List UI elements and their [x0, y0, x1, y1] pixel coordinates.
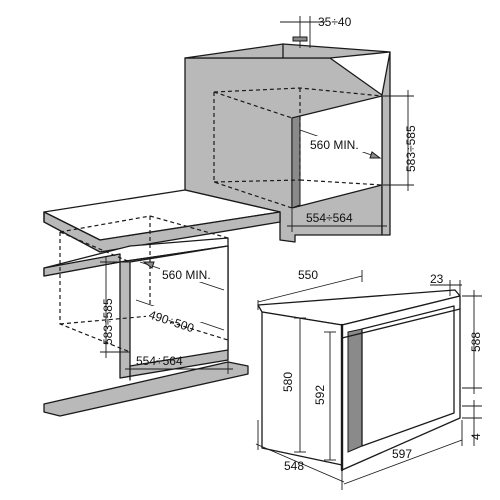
dimension-upper-depth: 35÷40: [280, 15, 352, 48]
label-oven-top-depth: 550: [298, 268, 318, 282]
dimension-oven-body-depth: 548: [255, 420, 345, 490]
dimension-lower-niche-depth: 560 MIN.: [139, 261, 225, 291]
label-upper-depth-range: 35÷40: [318, 15, 352, 29]
label-upper-niche-depth-min: 560 MIN.: [310, 138, 359, 152]
dimension-oven-body-height: 580: [281, 317, 306, 453]
label-oven-bottom-gap: 4: [469, 433, 483, 440]
dimension-upper-niche-width: 554÷564: [287, 186, 387, 232]
dimension-upper-niche-height: 583÷585: [383, 90, 418, 191]
label-oven-front-width: 597: [392, 447, 412, 461]
label-lower-niche-width-range: 554÷564: [136, 354, 183, 368]
dimension-lower-niche-height: 583÷585: [100, 256, 130, 358]
dimension-oven-front-offset: 23: [430, 272, 462, 296]
dimension-lower-niche-width: 554÷564: [125, 350, 233, 374]
label-lower-niche-depth-min: 560 MIN.: [162, 268, 211, 282]
label-upper-niche-width-range: 554÷564: [306, 211, 353, 225]
label-oven-front-height: 588: [469, 332, 483, 352]
label-lower-niche-height-range: 583÷585: [101, 298, 115, 345]
label-oven-inner-height: 592: [313, 385, 327, 405]
label-oven-front-offset: 23: [430, 272, 444, 286]
label-oven-body-height: 580: [281, 372, 295, 392]
dimension-oven-top-depth: 550: [257, 268, 363, 310]
dimension-upper-niche-depth: 560 MIN.: [299, 129, 382, 159]
dimension-oven-inner-height: 592: [313, 331, 336, 461]
oven: [257, 289, 461, 472]
worktop: [43, 189, 281, 253]
dimension-oven-bottom-gap: 4: [462, 400, 483, 446]
label-oven-body-depth: 548: [284, 459, 304, 473]
dimension-oven-front-width: 597: [343, 420, 463, 485]
label-upper-niche-height-range: 583÷585: [404, 125, 418, 172]
dimension-oven-front-height: 588: [462, 290, 483, 394]
